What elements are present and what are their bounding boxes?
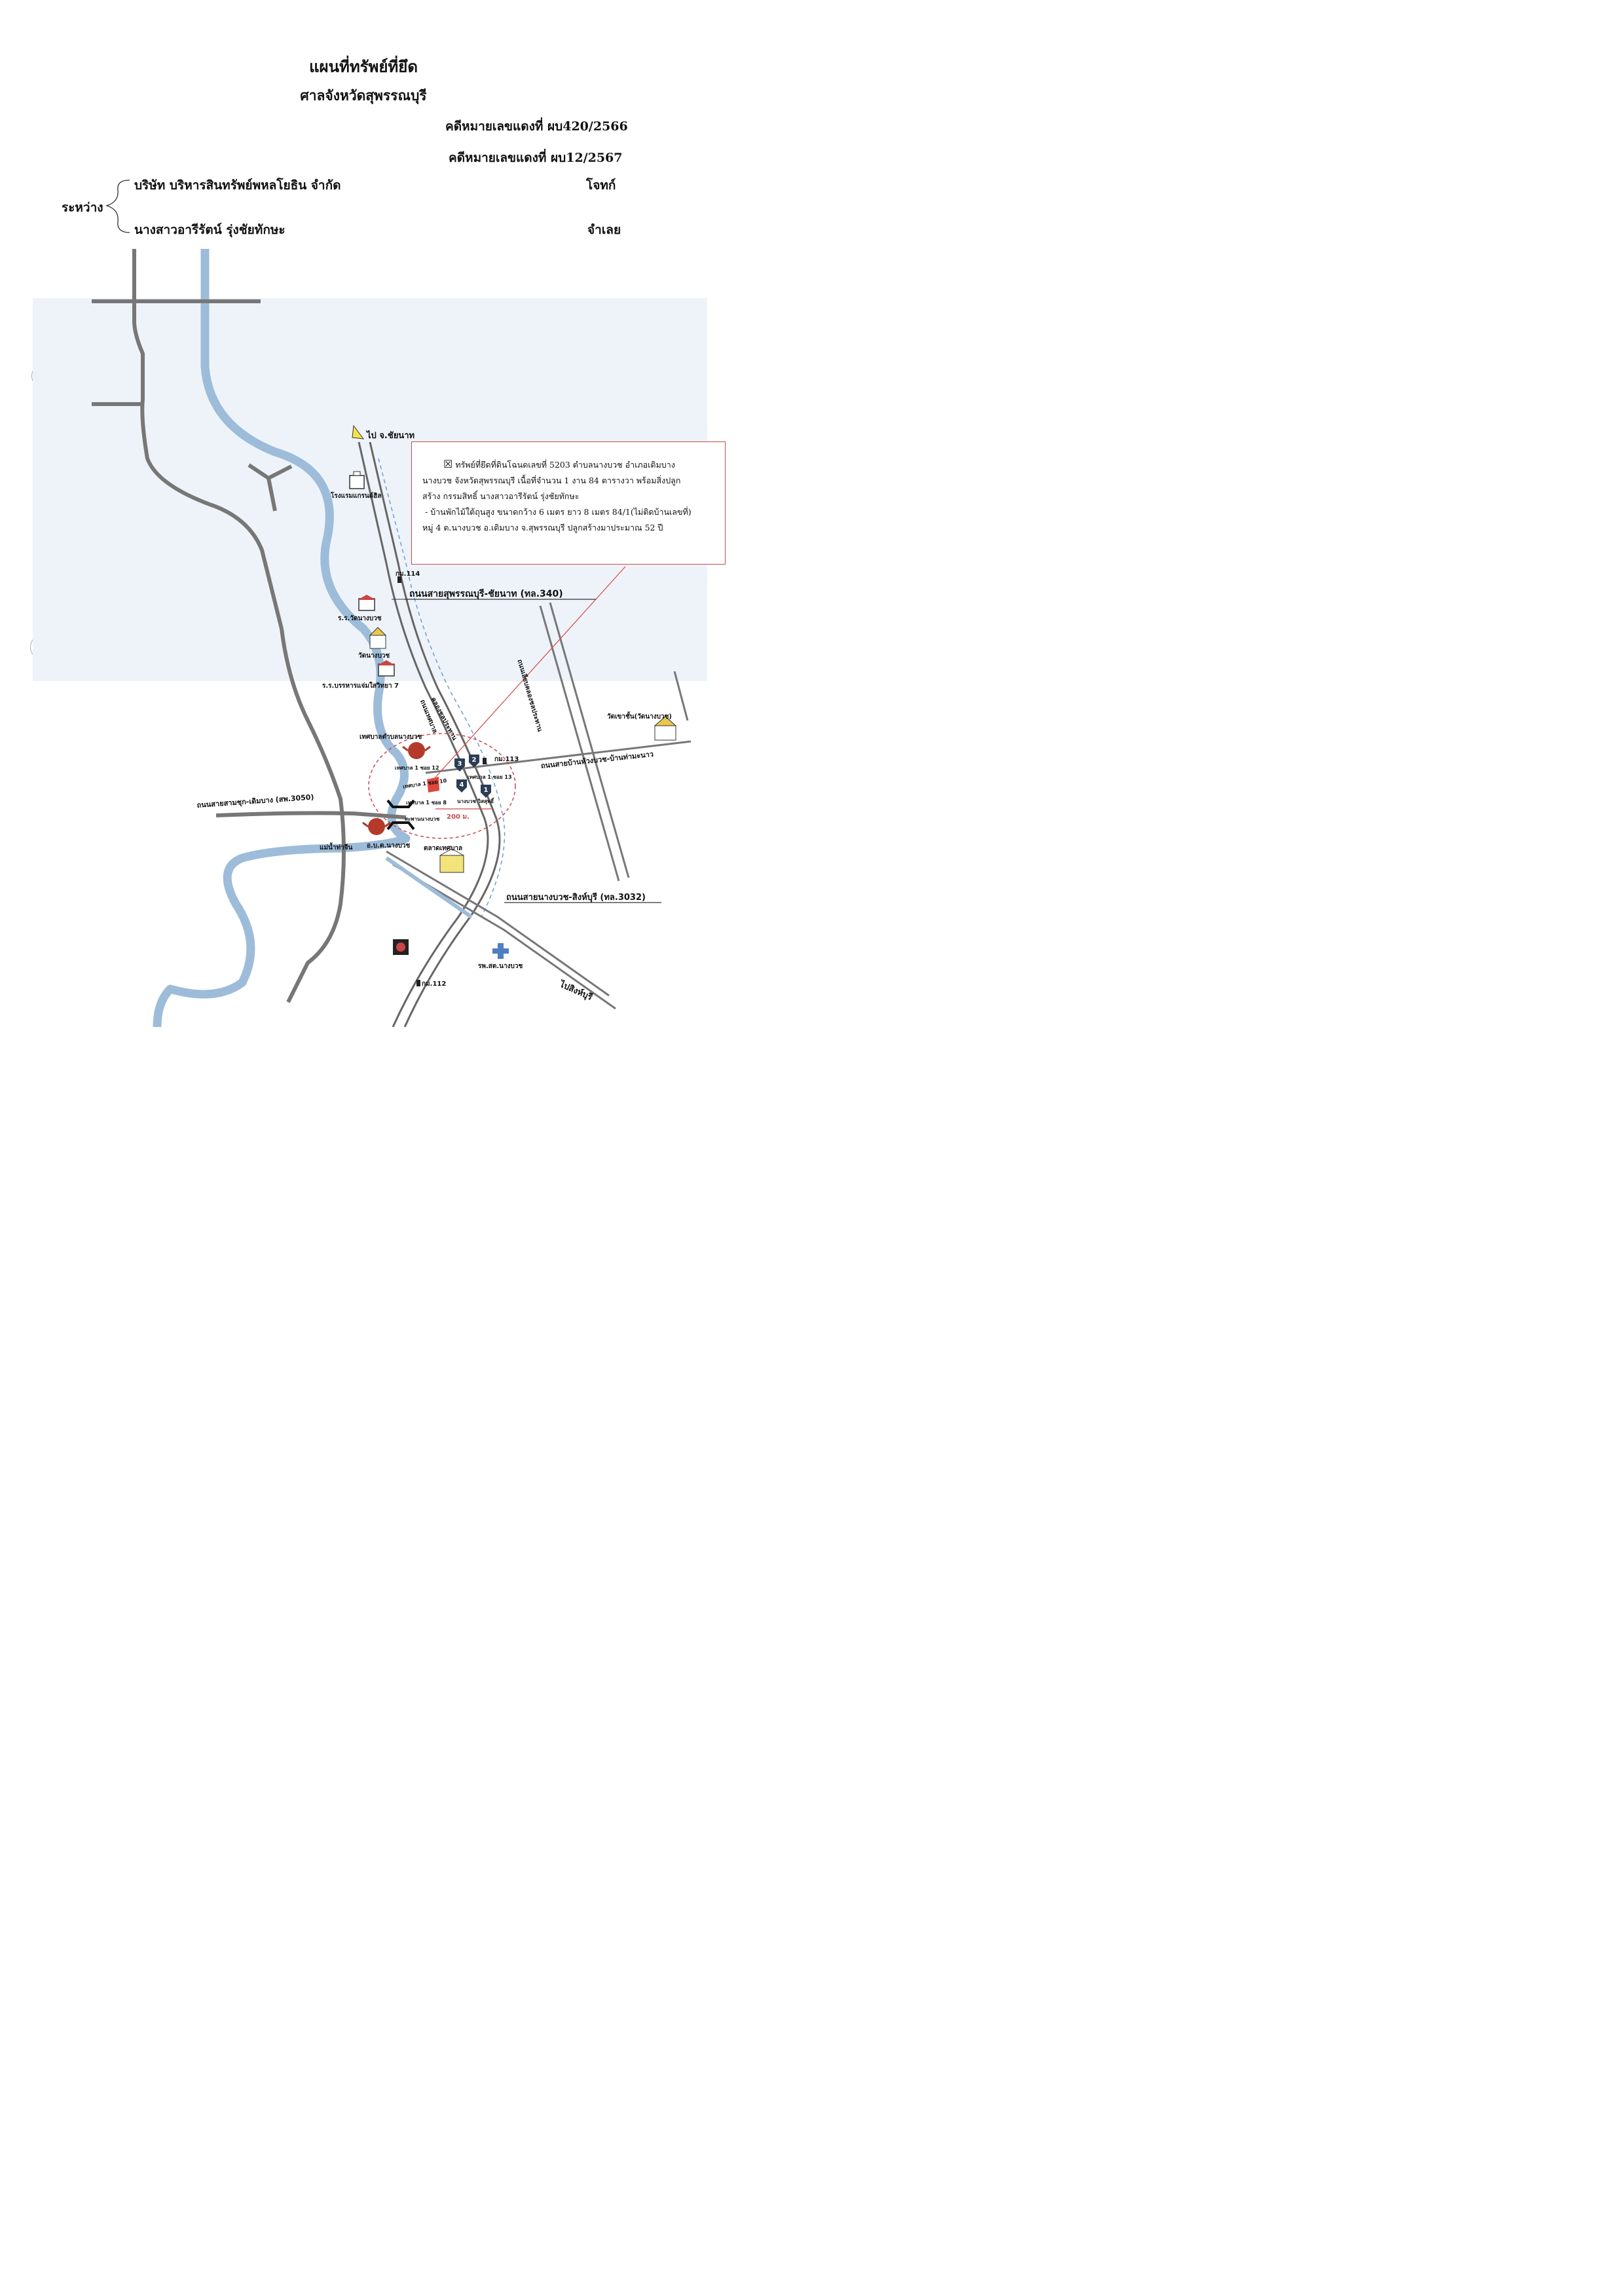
- temple-icon: [369, 627, 387, 649]
- checkbox-icon: ☒: [443, 458, 453, 470]
- school-icon: [358, 595, 376, 611]
- km114-label: กม.114: [396, 570, 420, 578]
- police-icon: [393, 939, 409, 955]
- hospital-label: รพ.สต.นางบวช: [478, 963, 523, 970]
- svg-text:3: 3: [458, 760, 462, 768]
- map-graphic: 3 2 1 4: [33, 249, 707, 1027]
- road-north-vertical: [132, 249, 346, 1003]
- market-icon: [439, 848, 464, 873]
- bridge-symbol: [386, 799, 415, 830]
- to-chainat-label: ไป จ.ชัยนาท: [367, 431, 415, 441]
- soi13-label: เทศบาล 1 ซอย 13: [468, 774, 512, 780]
- wat-nangbuat-label: วัดนางบวช: [358, 652, 390, 660]
- garuda-emblem-icon: [402, 742, 431, 759]
- seized-property-legend: ☒ ทรัพย์ที่ยึดที่ดินโฉนดเลขที่ 5203 ตำบล…: [411, 441, 726, 565]
- district-office-label: อ.บ.ต.นางบวช: [367, 842, 411, 849]
- marker-2: 2: [469, 755, 479, 768]
- highway-340-east: [369, 441, 501, 1027]
- arrow-to-chainat: [352, 424, 365, 439]
- focus-area-circle: [368, 733, 516, 839]
- school-wat-label: ร.ร.วัดนางบวช: [338, 615, 382, 622]
- road-canal-side: [539, 605, 620, 882]
- km113-label: กม.113: [494, 756, 519, 763]
- tha-chin-label: แม่น้ำท่าจีน: [320, 844, 353, 851]
- page-title: แผนที่ทรัพย์ที่ยึด: [309, 57, 418, 76]
- hotel-icon: [349, 471, 365, 489]
- legend-line-4: - บ้านพักไม้ใต้ถุนสูง ขนาดกว้าง 6 เมตร ย…: [425, 507, 692, 517]
- wat-khao-chan-label: วัดเขาชั้น(วัดนางบวช): [607, 713, 672, 720]
- defendant-name: นางสาวอารีรัตน์ รุ่งชัยทักษะ: [134, 223, 286, 237]
- case-red-number: คดีหมายเลขแดงที่ ผบ12/2567: [449, 151, 623, 165]
- km-post-112-icon: [416, 980, 420, 986]
- soi8-label: เทศบาล 1 ซอย 8: [406, 800, 447, 806]
- legend-line-1: ☒ ทรัพย์ที่ยึดที่ดินโฉนดเลขที่ 5203 ตำบล…: [443, 458, 675, 470]
- svg-text:4: 4: [460, 781, 464, 789]
- between-label: ระหว่าง: [62, 200, 103, 215]
- school-2-icon: [377, 660, 396, 677]
- legend-line-5: หมู่ 4 ต.นางบวช อ.เดิมบาง จ.สุพรรณบุรี ป…: [422, 523, 663, 532]
- road-3032-label: ถนนสายนางบวช-สิงห์บุรี (ทล.3032): [506, 893, 646, 903]
- soi12-label: เทศบาล 1 ซอย 12: [395, 765, 439, 771]
- road-3032: [386, 850, 610, 997]
- plaintiff-name: บริษัท บริหารสินทรัพย์พหลโยธิน จำกัด: [134, 178, 341, 193]
- km112-label: กม.112: [422, 980, 447, 988]
- km-post-icon: [397, 576, 401, 583]
- marker-4: 4: [456, 779, 467, 793]
- tha-chin-river: [153, 249, 411, 1027]
- garuda-emblem-2-icon: [362, 818, 391, 835]
- case-black-number: คดีหมายเลขแดงที่ ผบ420/2566: [445, 119, 628, 134]
- road-canal-side-b: [549, 602, 630, 878]
- bridge-label: สะพานนางบวช: [405, 816, 440, 822]
- road-banhuai: [425, 740, 692, 774]
- between-brace: [105, 179, 130, 233]
- blue-canal-lower: [385, 856, 473, 919]
- hospital-icon: [492, 943, 509, 959]
- svg-text:1: 1: [484, 787, 489, 794]
- svg-text:2: 2: [472, 756, 477, 764]
- school-bunharn-label: ร.ร.บรรหารแจ่มใสวิทยา 7: [322, 682, 399, 690]
- plaintiff-role: โจทก์: [586, 178, 616, 193]
- distance-label: 200 ม.: [447, 813, 470, 821]
- highway-340-west: [358, 441, 489, 1027]
- canal-dashed: [378, 458, 506, 918]
- wat-khao-chan-icon: [654, 716, 677, 741]
- legend-line-3: สร้าง กรรมสิทธิ์ นางสาวอารีรัตน์ รุ่งชัย…: [422, 491, 580, 501]
- road-3050: [215, 811, 407, 819]
- defendant-role: จำเลย: [587, 223, 621, 237]
- nangbuat-risut-label: นางบวช วิสสุทธิ์: [457, 798, 494, 804]
- legend-line-2: นางบวช จังหวัดสุพรรณบุรี เนื้อที่จำนวน 1…: [422, 476, 681, 485]
- hotel-label: โรงแรมแกรนด์ฮิล: [331, 493, 382, 500]
- km-post-113-icon: [483, 758, 487, 764]
- road-east-branch: [673, 671, 689, 721]
- leader-line: [433, 566, 626, 780]
- marker-3: 3: [454, 758, 465, 772]
- road-340-label: ถนนสายสุพรรณบุรี-ชัยนาท (ทล.340): [409, 589, 563, 599]
- court-name: ศาลจังหวัดสุพรรณบุรี: [300, 87, 427, 103]
- market-label: ตลาดเทศบาล: [424, 845, 463, 852]
- road-loop-2: [267, 464, 293, 480]
- municipality-label: เทศบาลตำบลนางบวช: [360, 734, 422, 741]
- marker-1: 1: [481, 785, 491, 798]
- seized-parcel: [427, 777, 439, 793]
